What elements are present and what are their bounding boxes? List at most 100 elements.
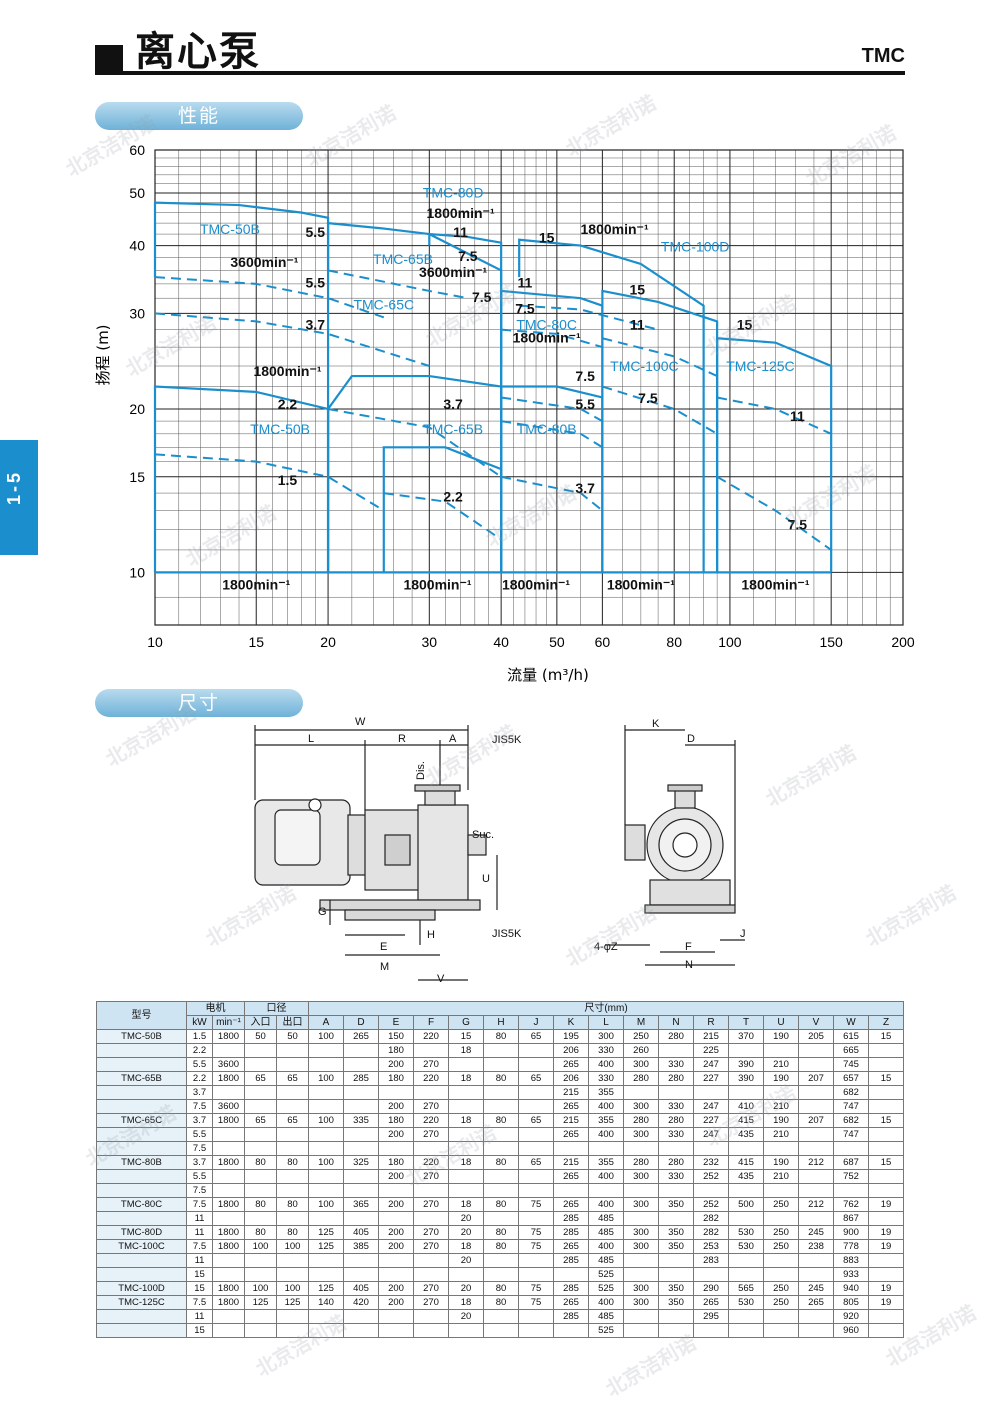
power-curve — [154, 276, 385, 319]
page-header: 离心泵 TMC — [95, 15, 905, 75]
table-cell: 212 — [798, 1155, 834, 1170]
table-cell — [343, 1085, 379, 1100]
chart-label: 5.5 — [575, 396, 595, 412]
table-cell: 485 — [588, 1211, 624, 1226]
table-cell: 410 — [728, 1099, 764, 1114]
table-cell — [308, 1253, 344, 1268]
table-cell: 665 — [833, 1043, 869, 1058]
table-cell — [833, 1183, 869, 1198]
table-cell: 530 — [728, 1225, 764, 1240]
table-cell — [623, 1267, 659, 1282]
table-cell: 250 — [763, 1281, 799, 1296]
table-cell: 530 — [728, 1239, 764, 1254]
table-cell: 400 — [588, 1127, 624, 1142]
x-tick-label: 100 — [718, 634, 742, 650]
table-cell: 280 — [658, 1155, 694, 1170]
table-cell — [308, 1323, 344, 1338]
power-curve — [154, 312, 430, 367]
model-cell: TMC-125C — [96, 1295, 187, 1310]
table-cell: 300 — [588, 1029, 624, 1044]
y-tick-label: 10 — [129, 564, 145, 580]
table-cell: 525 — [588, 1323, 624, 1338]
table-cell — [798, 1127, 834, 1142]
table-cell — [276, 1099, 309, 1114]
dim-E: E — [380, 941, 387, 953]
table-cell — [693, 1085, 729, 1100]
chart-label: 15 — [629, 282, 645, 298]
table-cell: 125 — [308, 1281, 344, 1296]
dim-N: N — [685, 959, 693, 971]
table-cell: 1800 — [212, 1295, 245, 1310]
chart-label: 7.5 — [575, 368, 595, 384]
table-cell — [518, 1169, 554, 1184]
table-cell: 200 — [378, 1225, 414, 1240]
table-cell: 15 — [186, 1323, 213, 1338]
table-cell: 900 — [833, 1225, 869, 1240]
table-cell: 80 — [244, 1155, 277, 1170]
table-cell: 5.5 — [186, 1057, 213, 1072]
header-motor: 电机 — [186, 1001, 245, 1016]
table-cell — [212, 1267, 245, 1282]
table-cell: 65 — [276, 1071, 309, 1086]
header-col: F — [413, 1015, 449, 1030]
table-cell: 11 — [186, 1211, 213, 1226]
table-cell — [343, 1169, 379, 1184]
y-tick-label: 15 — [129, 469, 145, 485]
table-cell: 525 — [588, 1267, 624, 1282]
table-cell — [763, 1183, 799, 1198]
table-cell: 400 — [588, 1057, 624, 1072]
table-cell — [244, 1183, 277, 1198]
model-cell — [96, 1043, 187, 1058]
table-cell — [623, 1183, 659, 1198]
table-cell: 11 — [186, 1309, 213, 1324]
x-tick-label: 15 — [248, 634, 264, 650]
table-cell — [244, 1253, 277, 1268]
table-cell — [308, 1099, 344, 1114]
table-cell: 247 — [693, 1057, 729, 1072]
table-cell — [308, 1183, 344, 1198]
table-cell — [343, 1211, 379, 1226]
table-cell: 265 — [553, 1127, 589, 1142]
table-cell — [798, 1211, 834, 1226]
chart-label: 3600min⁻¹ — [230, 254, 298, 270]
chart-label: 11 — [630, 317, 645, 333]
table-cell: 485 — [588, 1253, 624, 1268]
model-cell — [96, 1267, 187, 1282]
table-cell — [623, 1253, 659, 1268]
model-cell — [96, 1253, 187, 1268]
table-cell: 100 — [308, 1071, 344, 1086]
envelope-tmc-125c — [716, 337, 833, 573]
x-tick-label: 50 — [549, 634, 565, 650]
section-dimensions: 尺寸 — [95, 689, 303, 717]
watermark-text: 北京洁利诺 — [561, 900, 661, 972]
table-cell: 657 — [833, 1071, 869, 1086]
chart-label: TMC-80B — [517, 421, 577, 437]
table-cell: 200 — [378, 1099, 414, 1114]
header-col: 出口 — [276, 1015, 309, 1030]
table-cell: 20 — [448, 1309, 484, 1324]
table-cell — [308, 1043, 344, 1058]
table-cell — [276, 1309, 309, 1324]
table-cell: 265 — [553, 1169, 589, 1184]
header-col: Z — [868, 1015, 904, 1030]
chart-label: 1800min⁻¹ — [581, 221, 649, 237]
table-cell: 1800 — [212, 1197, 245, 1212]
model-cell: TMC-65C — [96, 1113, 187, 1128]
table-cell: 210 — [763, 1099, 799, 1114]
header-bore: 口径 — [244, 1001, 309, 1016]
table-cell: 350 — [658, 1239, 694, 1254]
table-cell — [658, 1309, 694, 1324]
table-cell: 400 — [588, 1197, 624, 1212]
table-cell: 295 — [693, 1309, 729, 1324]
table-cell: 3600 — [212, 1057, 245, 1072]
x-tick-label: 40 — [493, 634, 509, 650]
chart-label: 1800min⁻¹ — [607, 577, 675, 593]
table-cell: 11 — [186, 1225, 213, 1240]
x-tick-label: 60 — [595, 634, 611, 650]
table-cell: 325 — [343, 1155, 379, 1170]
